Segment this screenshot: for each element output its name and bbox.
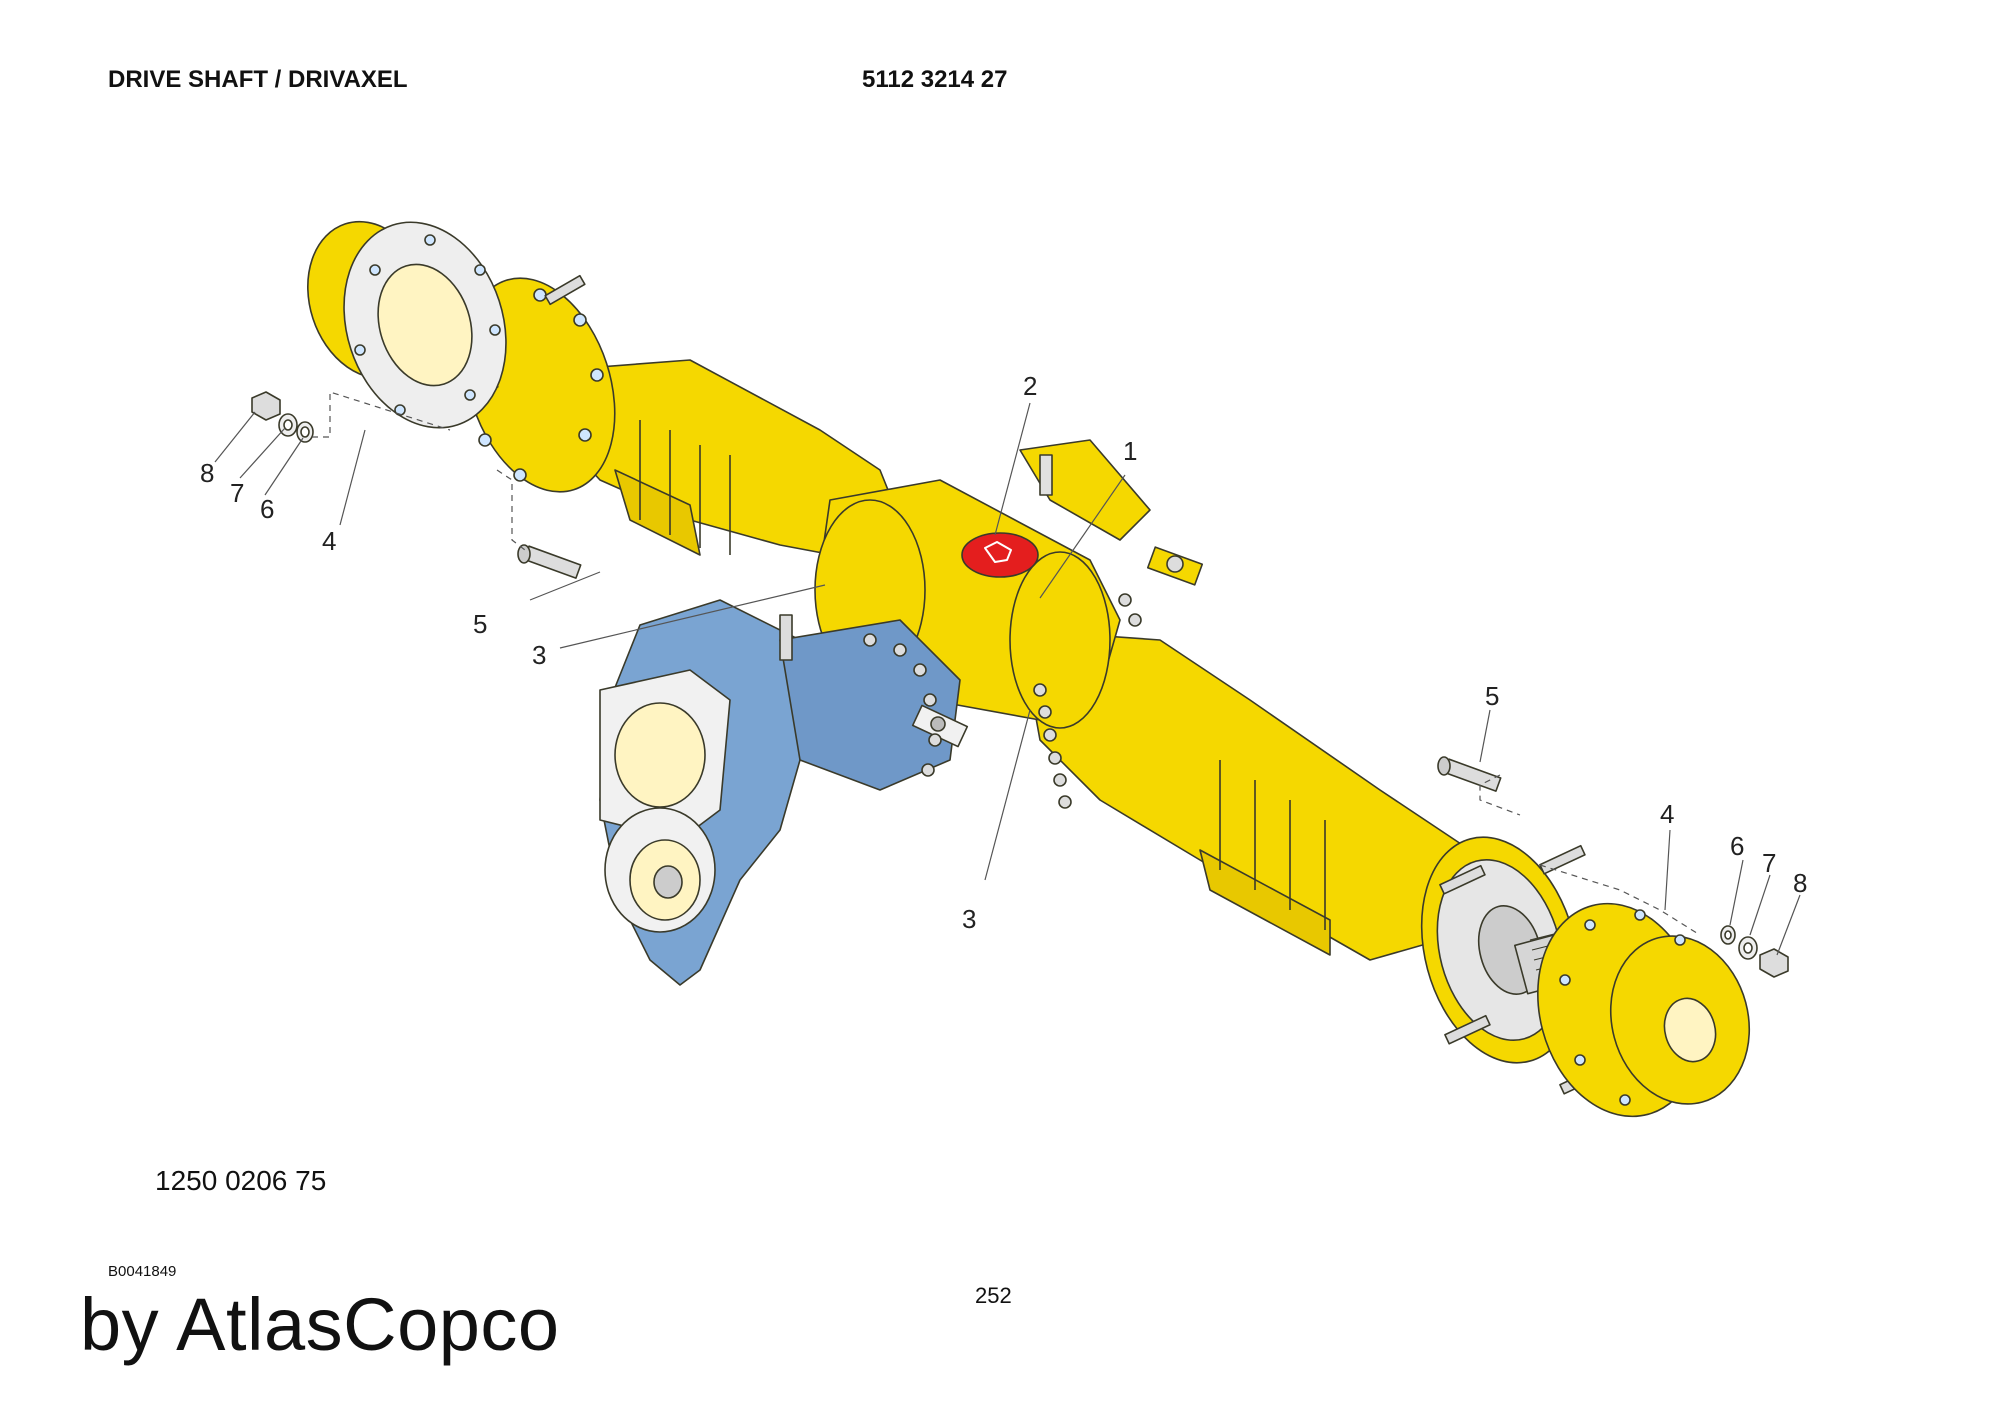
- assembly-part-number: 1250 0206 75: [155, 1165, 327, 1196]
- callout-6-left: 6: [260, 494, 274, 524]
- callout-8-left: 8: [200, 458, 214, 488]
- right-axle-arm: [1019, 629, 1471, 961]
- right-wheel-hub: [1537, 902, 1751, 1118]
- callout-3-lower: 3: [962, 904, 976, 934]
- callout-3-left: 3: [532, 640, 546, 670]
- callout-2: 2: [1023, 371, 1037, 401]
- document-id: B0041849: [108, 1263, 177, 1280]
- callout-5-right: 5: [1485, 681, 1499, 711]
- left-fasteners: [251, 391, 314, 443]
- callout-8-right: 8: [1793, 868, 1807, 898]
- left-wheel-hub: [307, 220, 507, 429]
- left-bolt: [517, 544, 582, 579]
- callout-leaders: [214, 402, 1801, 956]
- callout-6-right: 6: [1730, 831, 1744, 861]
- callout-7-right: 7: [1762, 848, 1776, 878]
- callout-1: 1: [1123, 436, 1137, 466]
- drawing-reference: 5112 3214 27: [862, 66, 1008, 93]
- gearbox: [599, 599, 969, 986]
- center-plug: [961, 532, 1039, 578]
- right-fasteners: [1720, 925, 1789, 978]
- brand-text: by AtlasCopco: [80, 1283, 560, 1366]
- left-axle-arm: [544, 359, 901, 561]
- callout-4-left: 4: [322, 526, 336, 556]
- callout-4-right: 4: [1660, 799, 1674, 829]
- page-number: 252: [975, 1283, 1012, 1308]
- callout-numbers: 1 2 3 3 4 4 5 5 6 6 7 7 8 8: [200, 371, 1807, 934]
- right-bolt: [1437, 756, 1502, 792]
- drawing-title: DRIVE SHAFT / DRIVAXEL: [108, 66, 408, 93]
- callout-7-left: 7: [230, 478, 244, 508]
- callout-5-left: 5: [473, 609, 487, 639]
- explode-dashes: [312, 391, 1701, 936]
